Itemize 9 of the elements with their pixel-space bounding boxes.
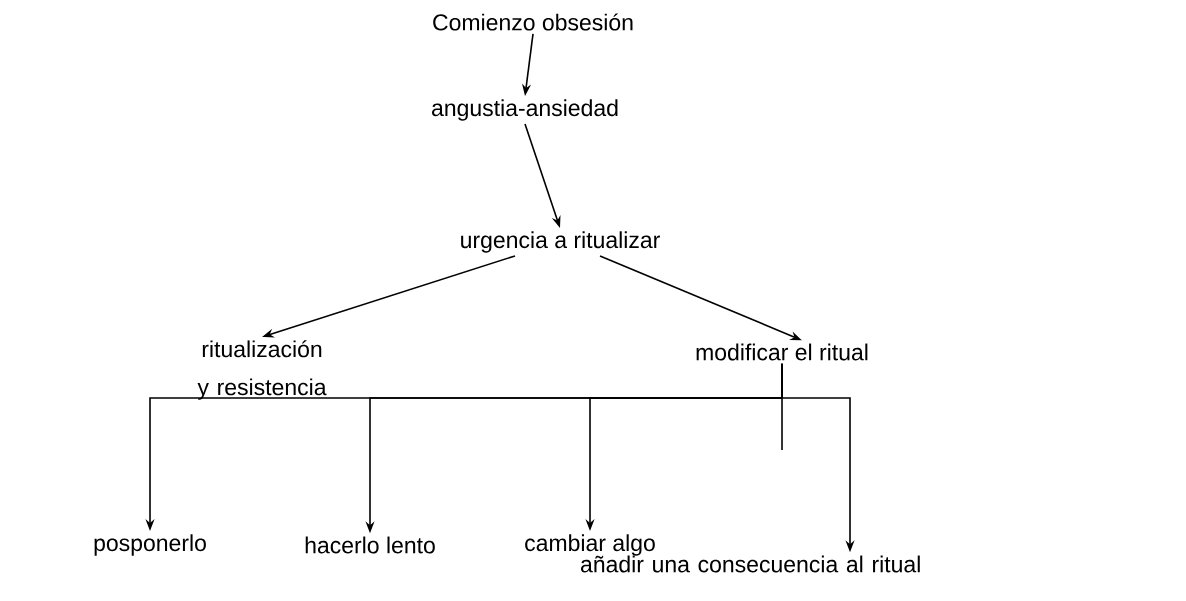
text-label: cambiar algo bbox=[525, 534, 655, 556]
text-label: angustia-ansiedad bbox=[432, 99, 618, 121]
text-label: posponerlo bbox=[94, 534, 206, 556]
text-label: modificar el ritual bbox=[696, 343, 868, 361]
text-label: hacerlo lento bbox=[305, 536, 435, 554]
text-label: añadir una consecuencia al ritual bbox=[581, 555, 920, 573]
text-label: ritualización y resistencia bbox=[197, 340, 327, 400]
text-label: Comienzo obsesión bbox=[433, 13, 633, 31]
text-label: urgencia a ritualizar bbox=[461, 231, 660, 253]
